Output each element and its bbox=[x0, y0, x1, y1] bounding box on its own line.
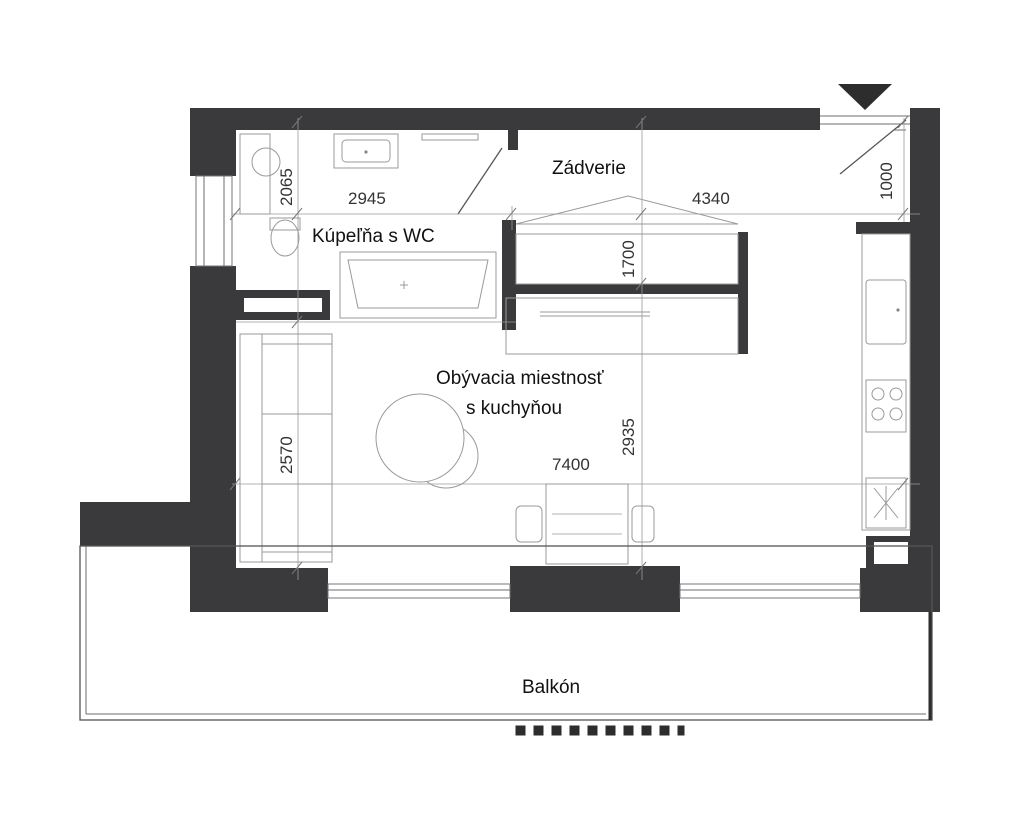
kitchen-sink bbox=[865, 279, 907, 345]
walls bbox=[80, 108, 940, 612]
tv-unit bbox=[505, 297, 739, 355]
balcony-railing bbox=[79, 545, 933, 721]
fridge bbox=[865, 477, 907, 529]
wardrobe bbox=[505, 195, 739, 355]
wall-block-left-inner bbox=[244, 298, 322, 312]
wall-bath-top-stub bbox=[508, 130, 518, 150]
wall-left-upper bbox=[190, 108, 236, 176]
kitchen bbox=[861, 233, 911, 531]
room-label-balcony: Balkón bbox=[522, 677, 580, 698]
toilet-tank bbox=[269, 217, 301, 231]
chair-right bbox=[631, 505, 655, 543]
living-furniture bbox=[239, 333, 655, 565]
room-label-living-line2: s kuchyňou bbox=[466, 398, 562, 419]
wall-right bbox=[860, 108, 940, 612]
dim-entry-door: 1000 bbox=[877, 162, 896, 200]
dim-living-width: 7400 bbox=[552, 455, 590, 474]
dim-wardrobe-height: 1700 bbox=[619, 240, 638, 278]
kitchen-counter bbox=[861, 233, 911, 531]
balcony bbox=[79, 545, 933, 721]
wall-wardrobe-bottom bbox=[512, 284, 748, 294]
room-label-entry: Zádverie bbox=[552, 158, 626, 179]
dining-table bbox=[545, 483, 629, 565]
wall-wardrobe-right bbox=[738, 232, 748, 354]
window-left bbox=[195, 175, 233, 267]
bathroom-fixtures bbox=[239, 133, 497, 319]
room-label-bathroom: Kúpeľňa s WC bbox=[312, 226, 435, 247]
dim-entry-width: 4340 bbox=[692, 189, 730, 208]
wall-left-lower bbox=[80, 266, 328, 612]
chair-left bbox=[515, 505, 543, 543]
dim-bath-width: 2945 bbox=[348, 189, 386, 208]
toilet bbox=[270, 219, 300, 257]
bathtub bbox=[339, 251, 497, 319]
windows bbox=[195, 115, 910, 599]
wall-bath-right bbox=[502, 220, 516, 330]
wall-right-stub bbox=[856, 222, 910, 234]
doors bbox=[457, 119, 907, 215]
wall-top bbox=[190, 108, 820, 176]
down-triangle-icon bbox=[838, 84, 892, 110]
wall-bottom-pier bbox=[510, 566, 680, 612]
shower bbox=[239, 133, 271, 215]
window-bottom-left bbox=[327, 583, 511, 599]
room-label-living-line1: Obývacia miestnosť bbox=[436, 368, 605, 389]
dim-living-height: 2935 bbox=[619, 418, 638, 456]
bathroom-shelf bbox=[421, 133, 479, 141]
dimension-lines bbox=[229, 115, 920, 580]
door-bathroom bbox=[457, 147, 503, 215]
cooktop bbox=[865, 379, 907, 433]
dim-bath-height: 2065 bbox=[277, 168, 296, 206]
window-bottom-right bbox=[679, 583, 861, 599]
door-entrance bbox=[839, 119, 907, 175]
wall-box-right-inner bbox=[874, 542, 908, 564]
wardrobe-box bbox=[515, 233, 739, 285]
dashed-marker bbox=[515, 725, 685, 736]
washbasin bbox=[333, 133, 399, 169]
dim-living-left-height: 2570 bbox=[277, 436, 296, 474]
round-table bbox=[375, 393, 465, 483]
